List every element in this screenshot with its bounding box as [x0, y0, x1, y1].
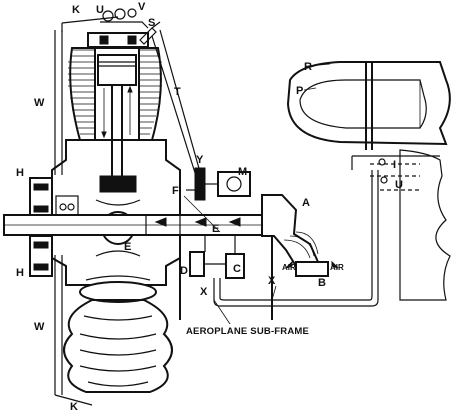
label-h-upper: H	[16, 167, 24, 179]
main-shaft	[3, 214, 295, 236]
label-r: R	[304, 61, 312, 73]
label-air-right: AIR	[330, 263, 344, 272]
cylinder	[68, 21, 162, 141]
label-b: B	[318, 277, 326, 289]
label-t: T	[174, 86, 181, 98]
label-u: U	[96, 4, 104, 16]
wire-w	[54, 30, 93, 406]
label-s: S	[148, 17, 155, 29]
label-air-left: AIR	[282, 263, 296, 272]
label-k-top: K	[72, 4, 80, 16]
label-i: I	[393, 159, 396, 171]
belt-t	[151, 29, 201, 177]
label-e-shaft: E	[212, 223, 219, 235]
label-c: C	[233, 263, 241, 275]
label-v: V	[138, 1, 146, 13]
label-h-lower: H	[16, 267, 24, 279]
caption-sub-frame: AEROPLANE SUB-FRAME	[186, 326, 309, 337]
label-d: D	[180, 265, 188, 277]
label-a: A	[302, 197, 310, 209]
label-f: F	[172, 185, 179, 197]
sub-frame	[179, 170, 379, 320]
label-p: P	[296, 85, 303, 97]
label-e-lower: E	[124, 241, 131, 253]
pump-m	[183, 167, 251, 233]
label-w-upper: W	[34, 97, 45, 109]
label-u-small: U	[395, 179, 403, 191]
diagram-labels: K U V S R P W T H Y M F E A E I U H D C …	[16, 1, 403, 412]
intake-pipe	[261, 194, 339, 277]
ignition-assembly	[61, 8, 149, 32]
label-x-left: X	[200, 286, 208, 298]
label-x-right: X	[268, 275, 276, 287]
label-y: Y	[196, 154, 204, 166]
label-m: M	[238, 166, 247, 178]
radiator-bellows	[63, 299, 173, 393]
label-w-lower: W	[34, 321, 45, 333]
bearing-h	[29, 177, 79, 277]
leader-lines	[213, 63, 331, 325]
label-k-bottom: K	[70, 401, 78, 412]
